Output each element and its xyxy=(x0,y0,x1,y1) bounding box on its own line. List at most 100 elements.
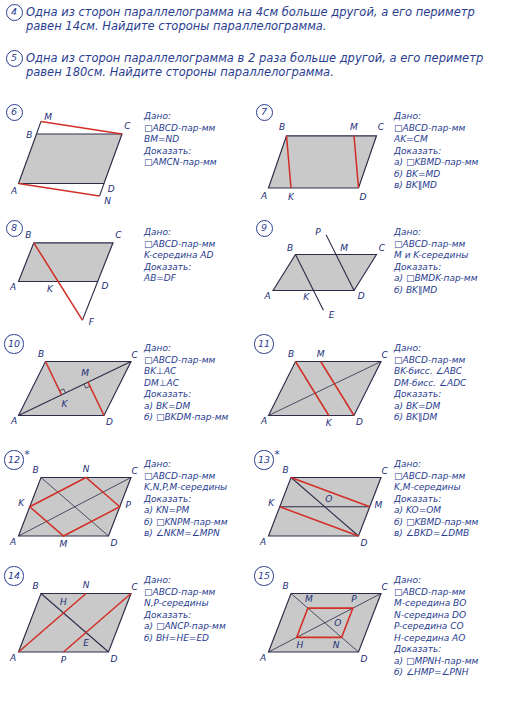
vertex-label: D xyxy=(110,539,117,548)
task-text: а) □BMDK-пар-мм xyxy=(394,273,477,284)
figure-9 xyxy=(273,235,377,311)
red-segment xyxy=(291,478,370,507)
perpendicular xyxy=(46,362,62,395)
vertex-label: C xyxy=(131,583,137,592)
vertex-label: B xyxy=(25,231,31,240)
task-text: б) BK∥MD xyxy=(394,285,437,296)
vertex-label: A xyxy=(11,187,17,196)
problem-number: 8 xyxy=(6,220,23,237)
vertex-label: F xyxy=(89,318,94,327)
parallelogram xyxy=(269,478,382,537)
vertex-label: A xyxy=(10,538,16,547)
number-text: 15 xyxy=(258,571,270,581)
task-text: AB=DF xyxy=(144,273,176,284)
vertex-label: H xyxy=(59,598,68,607)
red-segment xyxy=(64,594,132,653)
extension-line xyxy=(37,121,42,134)
task-text: б) ∠HMP=∠PNH xyxy=(394,667,469,678)
task-text: □ABCD-пар-мм xyxy=(394,123,465,134)
vertex-label: C xyxy=(379,244,385,253)
number-text: 5 xyxy=(11,53,17,63)
vertex-label: D xyxy=(356,418,363,427)
red-quadrilateral xyxy=(297,608,353,637)
number-text: 14 xyxy=(8,571,20,581)
task-text: Доказать: xyxy=(144,610,191,621)
diagonal xyxy=(269,362,382,416)
vertex-label: N xyxy=(83,581,90,590)
task-text: Доказать: xyxy=(144,389,191,400)
vertex-label: B xyxy=(288,350,294,359)
red-segment xyxy=(19,594,87,653)
star-mark: * xyxy=(24,449,30,460)
problem-text: Одна из сторон параллелограмма на 4см бо… xyxy=(26,5,500,33)
task-text: BM=ND xyxy=(144,134,179,145)
figure-12 xyxy=(19,478,132,537)
vertex-label: B xyxy=(33,466,39,475)
task-text: а) □KBMD-пар-мм xyxy=(394,157,478,168)
vertex-label: M xyxy=(44,113,52,122)
task-text: Дано: xyxy=(394,227,421,238)
vertex-label: M xyxy=(350,123,358,132)
task-text: Дано: xyxy=(394,343,421,354)
number-text: 9 xyxy=(261,223,267,233)
vertex-label: K xyxy=(47,285,53,294)
vertex-label: N xyxy=(104,197,111,206)
figure-7 xyxy=(269,136,377,188)
task-text: Дано: xyxy=(144,575,171,586)
bisector xyxy=(321,362,354,416)
task-text: DM-бисс. ∠ADC xyxy=(394,378,466,389)
vertex-label: C xyxy=(115,231,121,240)
problem-number: 7 xyxy=(256,104,273,121)
vertex-label: B xyxy=(279,123,285,132)
diagonal xyxy=(19,362,132,416)
task-text: а) BK=DM xyxy=(394,401,440,412)
number-text: 13 xyxy=(258,455,270,465)
vertex-label: D xyxy=(360,539,367,548)
vertex-label: D xyxy=(110,655,117,664)
vertex-label: N xyxy=(83,465,90,474)
vertex-label: M xyxy=(304,595,314,604)
vertex-label: A xyxy=(11,417,17,426)
task-text: K,N,P,M-середины xyxy=(144,482,227,493)
parallelogram xyxy=(269,136,377,188)
vertex-label: O xyxy=(333,619,342,628)
figure-14 xyxy=(19,594,132,653)
vertex-label: D xyxy=(360,193,367,202)
task-text: □ABCD-пар-мм xyxy=(394,471,465,482)
right-angle-mark xyxy=(84,384,90,388)
parallelogram xyxy=(269,594,382,653)
task-text: в) BK∥MD xyxy=(394,180,437,191)
task-text: □ABCD-пар-мм xyxy=(144,471,215,482)
task-text: а) □MPNH-пар-мм xyxy=(394,656,478,667)
task-text: BK⊥AC xyxy=(144,366,176,377)
parallelogram xyxy=(19,243,114,282)
figure-11 xyxy=(269,362,382,416)
task-text: N,P-середины xyxy=(144,598,209,609)
task-text: Доказать: xyxy=(394,494,441,505)
task-text: а) KO=OM xyxy=(394,505,441,516)
figure-10 xyxy=(19,362,132,416)
vertex-label: C xyxy=(381,583,387,592)
task-text: Дано: xyxy=(394,111,421,122)
task-text: □ABCD-пар-мм xyxy=(394,239,465,250)
task-text: б) □KNPM-пар-мм xyxy=(144,517,227,528)
vertex-label: C xyxy=(131,351,137,360)
extension-line xyxy=(100,184,105,197)
number-text: 11 xyxy=(258,339,270,349)
vertex-label: M xyxy=(317,350,325,359)
problem-number: 13 xyxy=(254,450,273,469)
task-text: M-середина BO xyxy=(394,598,466,609)
problem-number: 14 xyxy=(4,566,23,585)
vertex-label: D xyxy=(101,282,108,291)
problem-number: 10 xyxy=(4,334,23,353)
task-text: AK=CM xyxy=(394,134,428,145)
vertex-label: K xyxy=(268,499,274,508)
task-text: Дано: xyxy=(144,111,171,122)
vertex-label: B xyxy=(283,582,289,591)
figure-15 xyxy=(269,594,382,653)
vertex-label: A xyxy=(10,654,16,663)
task-text: P-середина CO xyxy=(394,621,464,632)
vertex-label: A xyxy=(260,538,266,547)
problem-number: 12 xyxy=(4,450,23,469)
